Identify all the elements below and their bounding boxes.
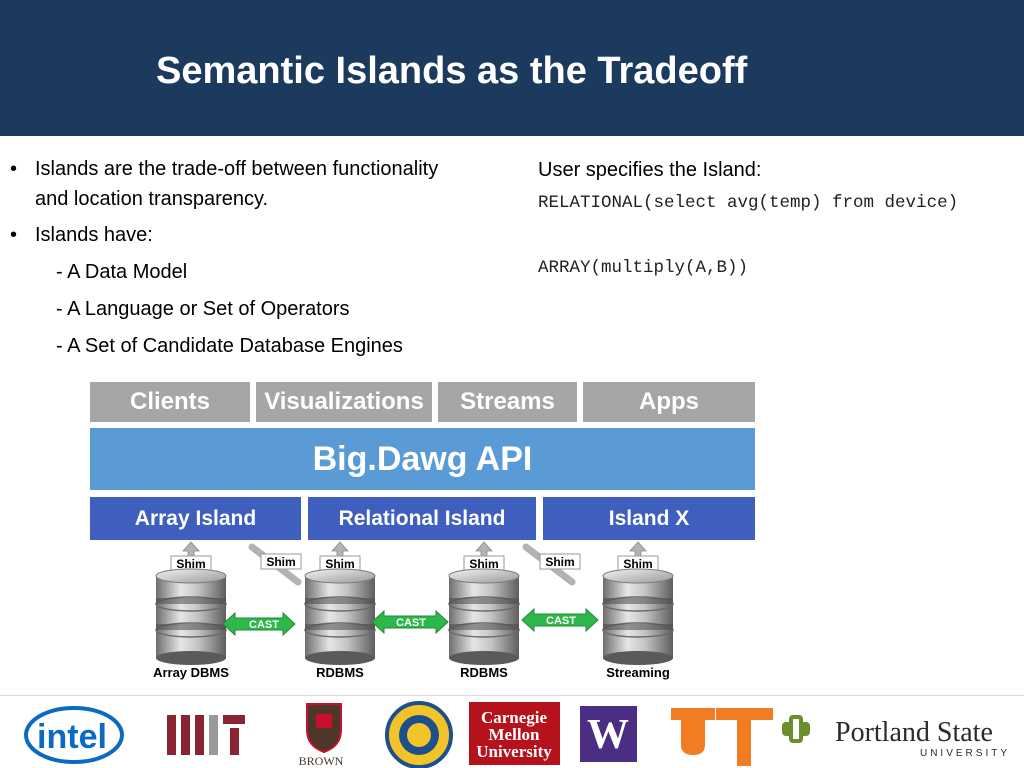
cmu-logo: Carnegie Mellon University (469, 702, 560, 765)
streams-box: Streams (438, 382, 577, 422)
clients-box: Clients (90, 382, 250, 422)
bullet-text-line2: and location transparency. (35, 188, 269, 210)
cast-label: CAST (249, 619, 279, 631)
bullet-text: Islands have: (35, 224, 153, 246)
relational-island-box: Relational Island (308, 497, 536, 540)
visualizations-box: Visualizations (256, 382, 432, 422)
engine-diagram: Shim Shim Shim Shim Shim Shim CAST CAST … (153, 541, 674, 680)
svg-text:UNIVERSITY: UNIVERSITY (920, 748, 1010, 759)
sub-item-language: - A Language or Set of Operators (56, 298, 350, 320)
engine-label-streaming: Streaming (606, 665, 670, 680)
bullet-islands-have: • Islands have: (10, 220, 520, 250)
bigdawg-api-box: Big.Dawg API (90, 428, 755, 490)
shim-label: Shim (266, 555, 295, 569)
bullet-dot: • (10, 224, 18, 246)
bullet-text-line1: Islands are the trade-off between functi… (35, 158, 439, 180)
bullet-islands-tradeoff: • Islands are the trade-off between func… (10, 154, 520, 214)
island-x-box: Island X (543, 497, 755, 540)
mit-logo (167, 715, 245, 755)
streaming-cylinder (602, 568, 674, 666)
sub-item-engines: - A Set of Candidate Database Engines (56, 335, 403, 357)
sub-item-data-model: - A Data Model (56, 261, 188, 283)
cast-arrow (222, 611, 296, 637)
engine-label-array-dbms: Array DBMS (153, 665, 229, 680)
engine-label-rdbms: RDBMS (460, 665, 508, 680)
texas-logo (671, 708, 773, 766)
cast-label: CAST (546, 615, 576, 627)
bullet-list: • Islands are the trade-off between func… (10, 154, 520, 365)
bullet-dot: • (10, 158, 18, 180)
brown-logo: BROWN (299, 703, 344, 768)
relational-query-code: RELATIONAL(select avg(temp) from device) (538, 193, 959, 213)
portland-state-logo: Portland State UNIVERSITY (782, 715, 1010, 759)
array-island-box: Array Island (90, 497, 301, 540)
island-spec-heading: User specifies the Island: (538, 159, 762, 181)
array-dbms-cylinder (155, 568, 227, 666)
svg-text:University: University (476, 742, 552, 761)
rdbms-cylinder (304, 568, 376, 666)
svg-text:intel: intel (37, 718, 107, 756)
shim-label: Shim (469, 557, 498, 571)
uw-logo: W (580, 706, 637, 762)
svg-text:Carnegie: Carnegie (481, 708, 548, 727)
cast-arrow (521, 607, 599, 633)
rdbms-cylinder (448, 568, 520, 666)
apps-box: Apps (583, 382, 755, 422)
shim-label: Shim (176, 557, 205, 571)
shim-label: Shim (623, 557, 652, 571)
cast-label: CAST (396, 617, 426, 629)
shim-label: Shim (545, 555, 574, 569)
footer-divider (0, 695, 1024, 696)
svg-text:W: W (587, 712, 629, 758)
university-seal-logo (385, 701, 453, 768)
shim-label: Shim (325, 557, 354, 571)
svg-text:Mellon: Mellon (489, 725, 541, 744)
cast-arrow (371, 609, 449, 635)
array-query-code: ARRAY(multiply(A,B)) (538, 258, 749, 278)
intel-logo: intel (24, 706, 124, 764)
engine-label-rdbms: RDBMS (316, 665, 364, 680)
svg-text:Portland State: Portland State (835, 717, 993, 748)
title-bar: Semantic Islands as the Tradeoff (0, 0, 1024, 136)
slide-title: Semantic Islands as the Tradeoff (156, 50, 748, 92)
island-spec-panel: User specifies the Island: RELATIONAL(se… (538, 156, 1024, 278)
svg-text:BROWN: BROWN (299, 754, 344, 768)
sponsor-logos: intel BROWN Carnegie Mellon University W (24, 701, 1010, 768)
